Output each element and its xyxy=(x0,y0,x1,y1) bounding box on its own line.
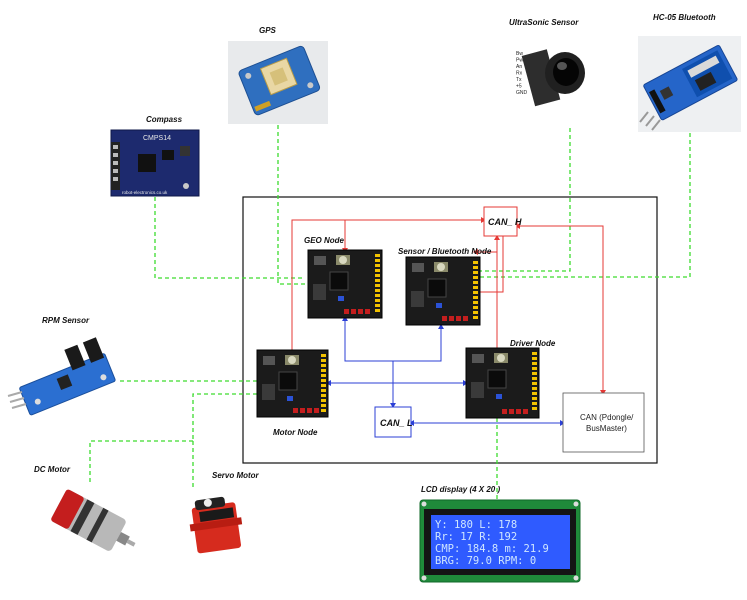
can-dongle-box xyxy=(562,392,645,453)
driver-node-label: Driver Node xyxy=(510,339,556,348)
compass-board-text: CMPS14 xyxy=(143,135,171,142)
can-h-label: CAN_ H xyxy=(488,217,522,227)
dc-motor-module xyxy=(51,489,136,551)
ultrasonic-pin-label: Rx xyxy=(516,71,523,77)
can-dongle-line2: BusMaster) xyxy=(586,424,627,433)
lcd-line-4: BRG: 79.0 RPM: 0 xyxy=(435,555,536,567)
system-frame xyxy=(242,196,658,464)
can-h-box xyxy=(483,206,518,237)
ultrasonic-pin-label: GND xyxy=(516,90,528,96)
controller-boards xyxy=(256,249,540,419)
wire-actuators xyxy=(192,393,257,441)
motor-node-board xyxy=(256,349,329,418)
can-l-box xyxy=(374,406,412,438)
servo-label: Servo Motor xyxy=(212,471,260,480)
ultrasonic-pin-label: Bw xyxy=(516,51,523,57)
geo-node-label: GEO Node xyxy=(304,236,345,245)
wire-bluetooth xyxy=(478,133,691,278)
sensor-wires xyxy=(89,125,691,500)
gps-label: GPS xyxy=(259,26,277,35)
sensor-bt-node-board xyxy=(405,256,481,326)
compass-module: CMPS14 robot-electronics.co.uk xyxy=(110,129,200,197)
wire-dc-motor xyxy=(89,440,193,485)
lcd-label: LCD display (4 X 20 ) xyxy=(421,485,500,494)
lcd-line-3: CMP: 184.8 m: 21.9 xyxy=(435,543,549,555)
compass-label: Compass xyxy=(146,115,183,124)
lcd-module: Y: 180 L: 178 Rr: 17 R: 192 CMP: 184.8 m… xyxy=(419,499,581,583)
sensor-bt-node-label: Sensor / Bluetooth Node xyxy=(398,247,492,256)
can-dongle-line1: CAN (Pdongle/ xyxy=(580,413,634,422)
lcd-line-1: Y: 180 L: 178 xyxy=(435,519,517,531)
can-l-label: CAN_ L xyxy=(380,418,413,428)
wire-compass xyxy=(154,197,305,279)
lcd-line-2: Rr: 17 R: 192 xyxy=(435,531,517,543)
bluetooth-label: HC-05 Bluetooth xyxy=(653,13,716,22)
servo-module xyxy=(189,496,243,554)
ultrasonic-pin-label: Tx xyxy=(516,77,522,83)
motor-node-label: Motor Node xyxy=(273,428,318,437)
ultrasonic-pin-label: An xyxy=(516,64,522,70)
geo-node-board xyxy=(307,249,383,319)
bluetooth-module xyxy=(638,36,741,132)
driver-node-board xyxy=(465,347,540,419)
ultrasonic-pin-label: +5 xyxy=(516,84,522,90)
rpm-label: RPM Sensor xyxy=(42,316,90,325)
wire-ultrasonic xyxy=(478,128,571,272)
ultrasonic-label: UltraSonic Sensor xyxy=(509,18,579,27)
dc-motor-label: DC Motor xyxy=(34,465,71,474)
wire-gps xyxy=(277,125,305,285)
gps-module xyxy=(228,41,328,124)
rpm-module xyxy=(7,337,116,416)
compass-url-text: robot-electronics.co.uk xyxy=(122,190,168,195)
ultrasonic-pin-label: Pw xyxy=(516,58,523,64)
